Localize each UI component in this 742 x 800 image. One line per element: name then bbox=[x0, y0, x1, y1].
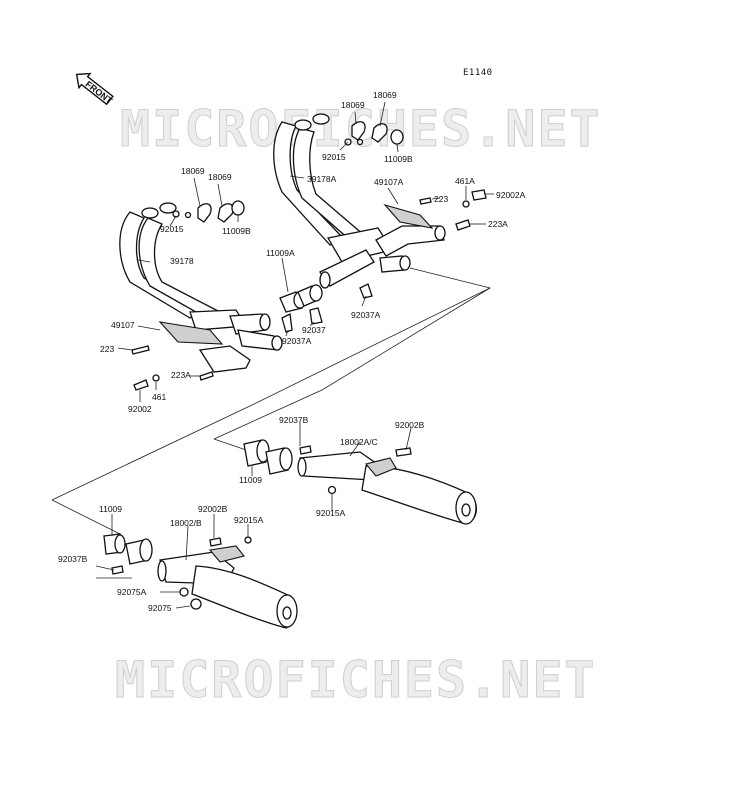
part-label: 92002 bbox=[128, 404, 152, 414]
mid-gaskets bbox=[279, 283, 373, 333]
part-label: 11009B bbox=[222, 226, 251, 236]
part-label: 92015A bbox=[316, 508, 346, 518]
watermark-bottom: MICROFICHES.NET bbox=[115, 651, 597, 709]
part-label: 223A bbox=[488, 219, 508, 229]
part-label: 223 bbox=[100, 344, 114, 354]
part-label: 11009 bbox=[239, 475, 262, 485]
left-muffler bbox=[103, 533, 298, 629]
part-label: 11009A bbox=[266, 248, 295, 258]
right-muffler bbox=[243, 439, 477, 525]
part-label: 18002/B bbox=[170, 518, 202, 528]
part-label: 39178A bbox=[307, 174, 337, 184]
right-header-pipes bbox=[273, 113, 446, 289]
part-label: 92037A bbox=[282, 336, 312, 346]
part-label: 18069 bbox=[341, 100, 365, 110]
part-label: 223A bbox=[171, 370, 191, 380]
part-label: 49107 bbox=[111, 320, 135, 330]
part-label: 92037B bbox=[279, 415, 309, 425]
part-label: 92075 bbox=[148, 603, 172, 613]
part-label: 92037 bbox=[302, 325, 326, 335]
part-label: 18002A/C bbox=[340, 437, 378, 447]
left-lower-bolts bbox=[131, 345, 214, 391]
front-label: FRONT bbox=[84, 79, 115, 106]
part-label: 18069 bbox=[373, 90, 397, 100]
part-label: 39178 bbox=[170, 256, 194, 266]
part-label: 18069 bbox=[208, 172, 232, 182]
left-header-pipes bbox=[119, 202, 283, 373]
part-labels: 18069 18069 92015 11009B 39178A 49107A 4… bbox=[58, 90, 526, 613]
part-label: 49107A bbox=[374, 177, 404, 187]
part-label: 18069 bbox=[181, 166, 205, 176]
diagram-reference: E1140 bbox=[463, 68, 493, 78]
part-label: 461 bbox=[152, 392, 166, 402]
leader-lines bbox=[95, 101, 494, 609]
part-label: 11009B bbox=[384, 154, 413, 164]
part-label: 11009 bbox=[99, 504, 122, 514]
part-label: 92037A bbox=[351, 310, 381, 320]
part-label: 92002B bbox=[395, 420, 425, 430]
part-label: 92075A bbox=[117, 587, 147, 597]
part-label: 461A bbox=[455, 176, 475, 186]
part-label: 223 bbox=[434, 194, 448, 204]
part-label: 92037B bbox=[58, 554, 88, 564]
part-label: 92002B bbox=[198, 504, 228, 514]
part-label: 92015A bbox=[234, 515, 264, 525]
left-clamps bbox=[172, 200, 245, 223]
part-label: 92015 bbox=[160, 224, 184, 234]
part-label: 92015 bbox=[322, 152, 346, 162]
front-arrow-icon: FRONT bbox=[75, 72, 115, 106]
part-label: 92002A bbox=[496, 190, 526, 200]
